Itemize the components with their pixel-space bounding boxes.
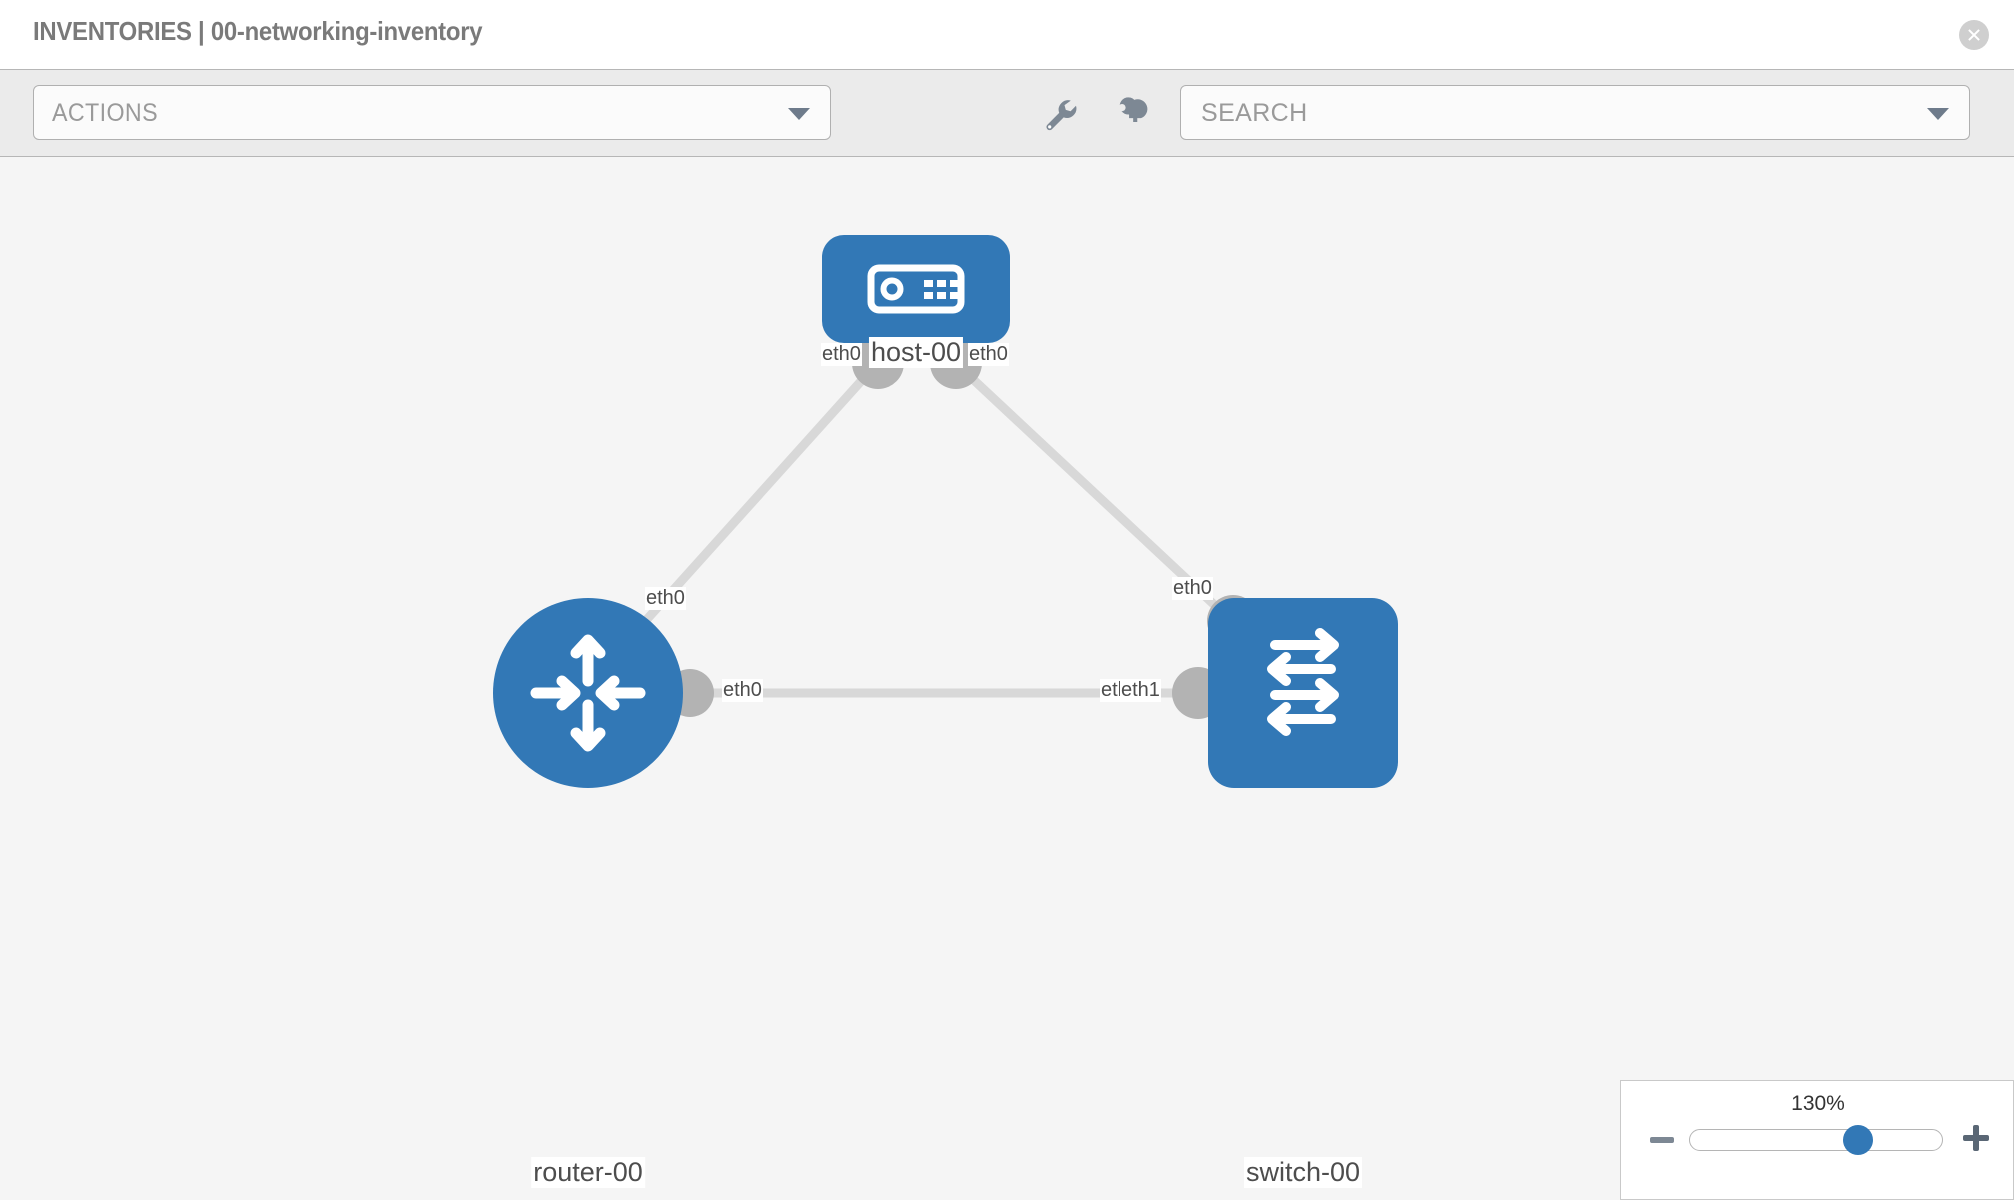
topology-canvas[interactable]: eth0 host-00 eth0 eth0 eth0 eth0 eth eth… xyxy=(0,157,2014,1200)
zoom-control-panel: 130% xyxy=(1620,1080,2014,1200)
toolbar: ACTIONS xyxy=(0,69,2014,157)
minus-icon[interactable] xyxy=(1649,1127,1675,1153)
edge-label-router00-eth0-up: eth0 xyxy=(645,587,686,610)
edge-label-switch00-eth0-up: eth0 xyxy=(1172,577,1213,600)
zoom-slider-handle[interactable] xyxy=(1843,1125,1873,1155)
topology-ports xyxy=(666,337,1259,719)
node-label-host-00: host-00 xyxy=(868,337,964,368)
edge-label-switch00-eth1: eth1 xyxy=(1120,679,1161,702)
edge-label-host00-eth0-right: eth0 xyxy=(968,343,1009,366)
wrench-icon[interactable] xyxy=(1040,94,1080,134)
edge-label-host00-eth0-left: eth0 xyxy=(821,343,862,366)
zoom-percent-label: 130% xyxy=(1791,1092,1845,1115)
node-host-00[interactable] xyxy=(822,235,1010,343)
link-host00-router00[interactable] xyxy=(636,365,876,631)
chevron-down-icon[interactable] xyxy=(1927,108,1949,120)
zoom-slider-track[interactable] xyxy=(1689,1129,1943,1151)
actions-dropdown[interactable]: ACTIONS xyxy=(33,85,831,140)
close-icon[interactable] xyxy=(1959,20,1989,50)
node-switch-00[interactable] xyxy=(1208,598,1398,788)
actions-dropdown-label: ACTIONS xyxy=(52,99,158,127)
key-icon[interactable] xyxy=(1108,94,1148,134)
node-label-switch-00: switch-00 xyxy=(1243,1157,1363,1188)
page-title: INVENTORIES | 00-networking-inventory xyxy=(33,16,483,46)
search-field[interactable] xyxy=(1180,85,1970,141)
node-router-00[interactable] xyxy=(493,598,683,788)
search-input[interactable] xyxy=(1199,86,1903,141)
page-header: INVENTORIES | 00-networking-inventory xyxy=(0,0,2014,69)
plus-icon[interactable] xyxy=(1961,1123,1991,1153)
topology-links xyxy=(636,365,1242,698)
node-label-router-00: router-00 xyxy=(531,1157,645,1188)
chevron-down-icon xyxy=(788,108,810,120)
edge-label-router00-eth0: eth0 xyxy=(722,679,763,702)
topology-graph xyxy=(493,235,1398,788)
